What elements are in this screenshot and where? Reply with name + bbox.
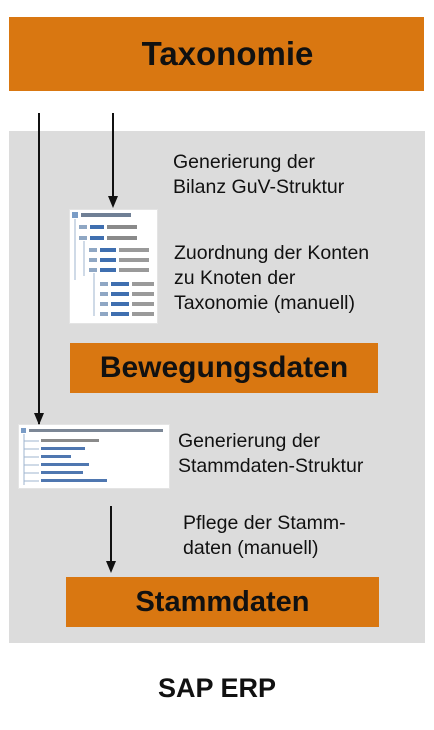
list-structure-icon xyxy=(21,428,163,485)
step-pflege-stammdaten: Pflege der Stamm- daten (manuell) xyxy=(183,512,346,559)
stammdaten-structure-thumbnail xyxy=(19,425,169,488)
bilanz-structure-thumbnail xyxy=(70,210,157,323)
stammdaten-box: Stammdaten xyxy=(66,577,379,627)
step-generierung-bilanz: Generierung der Bilanz GuV-Struktur xyxy=(173,151,345,198)
step-zuordnung-konten: Zuordnung der Konten zu Knoten der Taxon… xyxy=(174,242,370,314)
bewegungsdaten-box: Bewegungsdaten xyxy=(70,343,378,393)
tree-structure-icon xyxy=(72,212,154,316)
taxonomie-label: Taxonomie xyxy=(141,35,314,72)
step-generierung-stammdaten: Generierung der Stammdaten-Struktur xyxy=(178,430,364,477)
sap-erp-label: SAP ERP xyxy=(157,673,277,703)
taxonomie-box: Taxonomie xyxy=(9,17,424,91)
